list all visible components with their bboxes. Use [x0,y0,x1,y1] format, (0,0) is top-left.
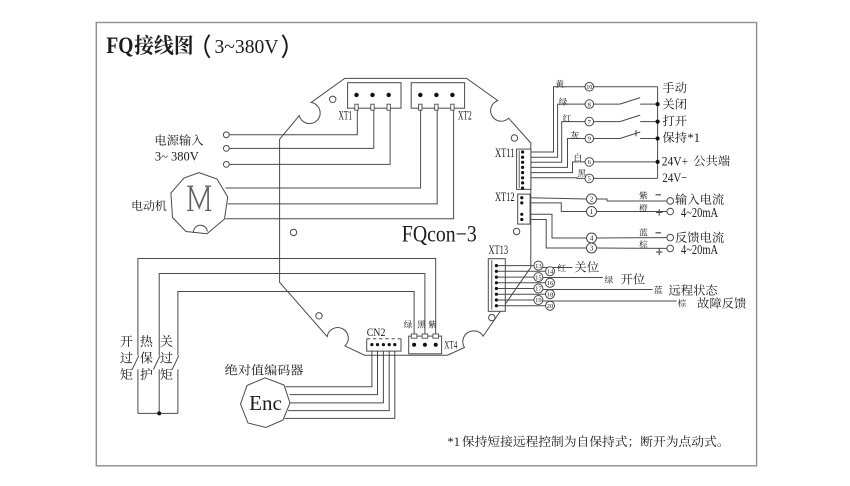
svg-text:*1: *1 [448,435,461,449]
svg-text:15: 15 [535,274,542,281]
svg-text:24V+: 24V+ [662,153,689,168]
svg-text:5: 5 [588,176,591,183]
svg-text:Enc: Enc [249,391,282,415]
svg-text:XT12: XT12 [495,190,515,204]
svg-text:19: 19 [535,297,542,304]
svg-text:1: 1 [590,208,594,216]
svg-text:8: 8 [588,101,591,108]
svg-text:CN2: CN2 [367,327,386,339]
svg-text:XT2: XT2 [458,109,472,123]
svg-text:2: 2 [590,195,594,203]
svg-text:4: 4 [590,234,594,242]
svg-text:14: 14 [547,269,554,276]
svg-text:4~20mA: 4~20mA [681,242,718,257]
svg-text:FQ: FQ [106,33,133,58]
svg-text:24V−: 24V− [662,170,687,185]
svg-text:*1: *1 [688,131,701,145]
svg-text:4~20mA: 4~20mA [681,205,718,220]
svg-text:17: 17 [535,286,542,293]
svg-text:9: 9 [588,136,591,143]
svg-text:3: 3 [590,244,594,252]
svg-text:3~380V: 3~380V [215,36,279,58]
svg-text:16: 16 [547,280,554,287]
svg-text:XT13: XT13 [489,243,509,257]
svg-text:10: 10 [586,84,592,91]
svg-text:FQcon−3: FQcon−3 [402,222,477,247]
svg-text:XT4: XT4 [444,340,457,352]
svg-text:3~ 380V: 3~ 380V [155,149,199,163]
svg-text:XT11: XT11 [495,146,515,160]
svg-text:XT1: XT1 [339,109,353,123]
svg-text:18: 18 [547,292,554,299]
svg-text:20: 20 [547,303,554,310]
svg-text:13: 13 [535,263,542,270]
